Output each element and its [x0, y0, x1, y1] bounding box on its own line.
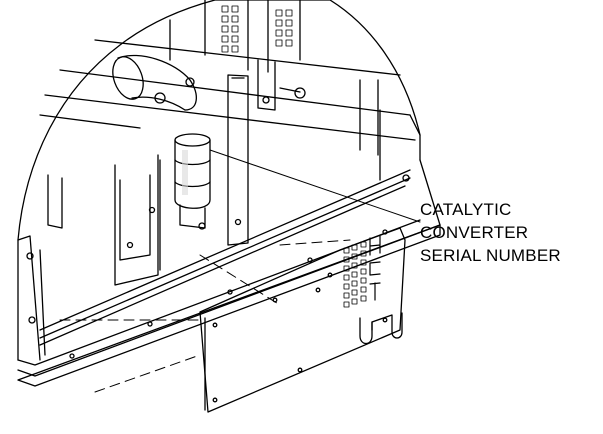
- catalytic-converter: [174, 133, 211, 230]
- callout-line-2: CONVERTER: [420, 223, 529, 242]
- base-channel: [17, 169, 441, 387]
- top-vent-grille: [221, 5, 293, 53]
- right-wall: [379, 109, 441, 226]
- upper-frame: [39, 0, 416, 156]
- left-bulkhead: [47, 154, 161, 286]
- panel-hook: [359, 312, 403, 345]
- exhaust-elbow: [112, 54, 197, 111]
- callout-leader: [209, 149, 421, 223]
- callout-label: CATALYTIC CONVERTER SERIAL NUMBER: [420, 198, 561, 267]
- callout-line-1: CATALYTIC: [420, 200, 512, 219]
- panel-hct-mark: [369, 235, 381, 301]
- access-panel: [199, 227, 406, 413]
- left-sidewall: [17, 235, 46, 361]
- callout-line-3: SERIAL NUMBER: [420, 246, 561, 265]
- mount-bracket: [257, 59, 306, 111]
- panel-vent-grid: [343, 241, 367, 308]
- center-post: [227, 74, 249, 246]
- cutaway-arc: [17, 0, 421, 361]
- converter-shade: [182, 150, 188, 195]
- alignment-lines: [59, 239, 351, 393]
